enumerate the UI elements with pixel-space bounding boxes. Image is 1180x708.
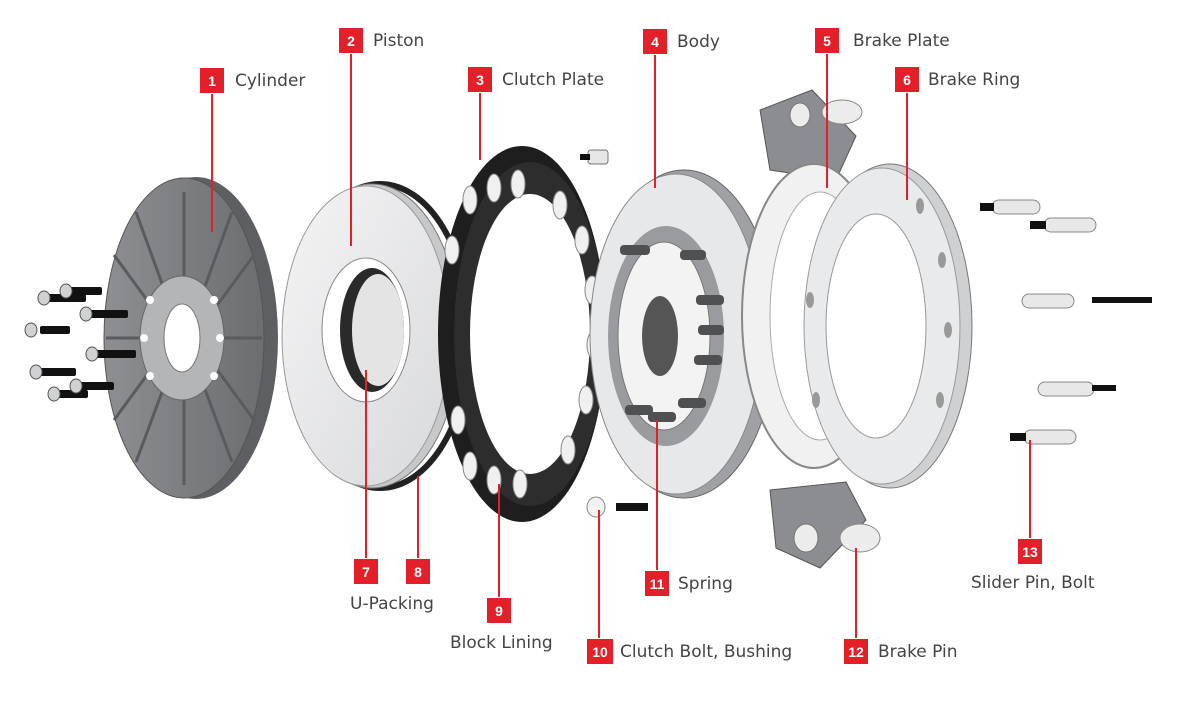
callout-label-spring: Spring bbox=[678, 574, 733, 594]
callout-badge-4: 4 bbox=[643, 29, 667, 54]
callout-label-clutch-bolt-bushing: Clutch Bolt, Bushing bbox=[620, 642, 793, 662]
callout-label-body: Body bbox=[677, 32, 720, 52]
callout-label-brake-pin: Brake Pin bbox=[878, 642, 958, 662]
callout-label-brake-ring: Brake Ring bbox=[928, 70, 1021, 90]
callout-badge-12: 12 bbox=[844, 639, 868, 664]
callout-label-u-packing: U-Packing bbox=[350, 594, 434, 614]
brake-ring-part bbox=[803, 163, 973, 489]
callout-label-block-lining: Block Lining bbox=[450, 633, 553, 653]
callout-label-piston: Piston bbox=[373, 31, 425, 51]
slider-pins-bolts bbox=[980, 199, 1152, 445]
callout-badge-2: 2 bbox=[339, 28, 363, 53]
callout-label-cylinder: Cylinder bbox=[235, 71, 306, 91]
body-part bbox=[589, 169, 777, 499]
clutch-plate-part bbox=[438, 146, 606, 522]
piston-part bbox=[281, 183, 461, 489]
callout-badge-13: 13 bbox=[1018, 539, 1042, 564]
callout-badge-9: 9 bbox=[487, 598, 511, 623]
leader-lines bbox=[211, 54, 1031, 638]
callout-badge-7: 7 bbox=[354, 559, 378, 584]
callout-label-slider-pin-bolt: Slider Pin, Bolt bbox=[971, 573, 1095, 593]
callout-badge-5: 5 bbox=[815, 28, 839, 53]
clutch-bolt-bushing bbox=[580, 149, 648, 518]
callout-badge-1: 1 bbox=[200, 68, 224, 93]
callout-badge-6: 6 bbox=[895, 67, 919, 92]
callout-label-brake-plate: Brake Plate bbox=[853, 31, 950, 51]
callout-badge-10: 10 bbox=[587, 639, 613, 664]
callout-badge-8: 8 bbox=[406, 559, 430, 584]
cylinder-part bbox=[24, 177, 278, 499]
callout-badge-11: 11 bbox=[645, 571, 669, 596]
callout-label-clutch-plate: Clutch Plate bbox=[502, 70, 605, 90]
callout-badge-3: 3 bbox=[468, 67, 492, 92]
